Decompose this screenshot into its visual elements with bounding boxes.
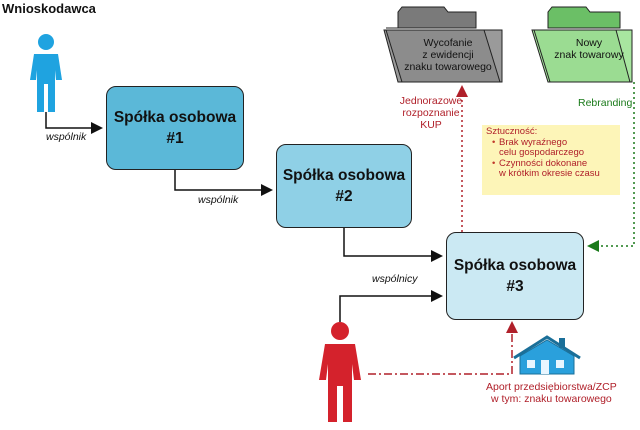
entity-box-1-name: Spółka osobowa <box>113 109 237 126</box>
kup-label: Jednorazowe rozpoznanie KUP <box>399 95 463 131</box>
connector-applicant-to-box1 <box>45 112 103 134</box>
rebranding-label: Rebranding <box>578 97 633 109</box>
withdrawal-folder-label: Wycofanie z ewidencji znaku towarowego <box>404 37 492 73</box>
connector-box1-to-box2 <box>174 170 273 196</box>
contributor-person-icon <box>319 322 361 422</box>
entity-box-1: Spółka osobowa #1 <box>106 86 244 170</box>
withdrawal-folder-icon <box>383 6 503 83</box>
entity-box-3-name: Spółka osobowa <box>453 257 577 274</box>
new-mark-folder-icon <box>531 6 633 83</box>
contribution-label: Aport przedsiębiorstwa/ZCP w tym: znaku … <box>486 381 617 405</box>
artificiality-note: Sztuczność: Brak wyraźnego celu gospodar… <box>482 125 620 195</box>
applicant-person-icon <box>30 34 62 112</box>
new-mark-folder-label: Nowy znak towarowy <box>554 37 624 61</box>
entity-box-1-number: #1 <box>166 130 184 147</box>
entity-box-2-name: Spółka osobowa <box>282 167 406 184</box>
entity-box-3: Spółka osobowa #3 <box>446 232 584 320</box>
edge-label-partners-3: wspólnicy <box>372 273 418 285</box>
entity-box-2: Spółka osobowa #2 <box>276 144 412 228</box>
entity-box-3-number: #3 <box>506 278 524 295</box>
note-item: Brak wyraźnego celu gospodarczego <box>492 137 616 159</box>
connector-contributor-to-box3 <box>339 290 443 322</box>
note-item: Czynności dokonane w krótkim okresie cza… <box>492 158 616 180</box>
edge-label-partner-2: wspólnik <box>198 194 239 206</box>
arrow-contribution <box>368 321 518 375</box>
edge-label-partner-1: wspólnik <box>46 131 87 143</box>
note-heading: Sztuczność: <box>486 126 538 137</box>
connector-box2-to-box3 <box>343 228 443 262</box>
entity-box-2-number: #2 <box>335 188 353 205</box>
applicant-title: Wnioskodawca <box>2 1 96 16</box>
house-icon <box>513 335 581 375</box>
ownership-connectors <box>45 112 443 322</box>
